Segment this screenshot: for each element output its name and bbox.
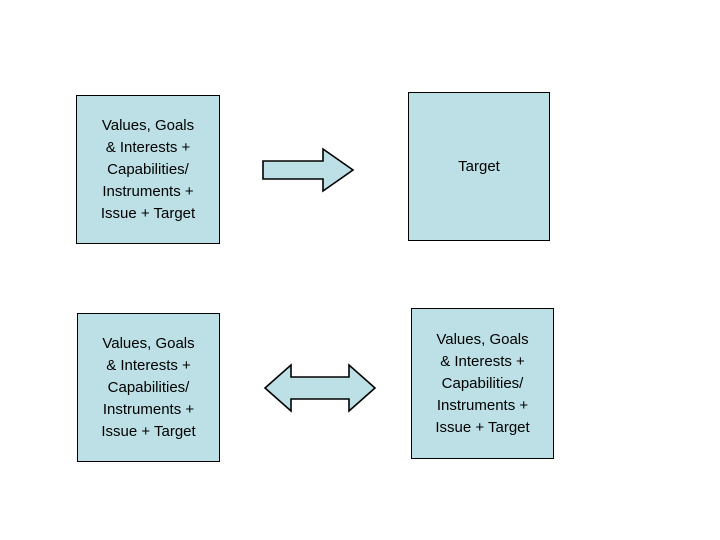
right-arrow-shape <box>262 147 355 193</box>
left-right-arrow[interactable] <box>263 360 377 416</box>
actor-profile-box-bottom-left[interactable]: Values, Goals & Interests + Capabilities… <box>77 313 220 462</box>
actor-profile-box-bottom-right-label: Values, Goals & Interests + Capabilities… <box>435 330 530 436</box>
right-arrow[interactable] <box>262 147 355 193</box>
actor-profile-box-top-left[interactable]: Values, Goals & Interests + Capabilities… <box>76 95 220 244</box>
left-right-arrow-shape <box>263 363 377 413</box>
target-box[interactable]: Target <box>408 92 550 241</box>
actor-profile-box-top-left-label: Values, Goals & Interests + Capabilities… <box>100 116 196 222</box>
target-box-label: Target <box>458 157 500 175</box>
actor-profile-box-bottom-left-label: Values, Goals & Interests + Capabilities… <box>101 334 196 440</box>
left-right-arrow-icon <box>263 363 377 413</box>
right-arrow-icon <box>262 147 355 193</box>
actor-profile-box-bottom-right[interactable]: Values, Goals & Interests + Capabilities… <box>411 308 554 459</box>
